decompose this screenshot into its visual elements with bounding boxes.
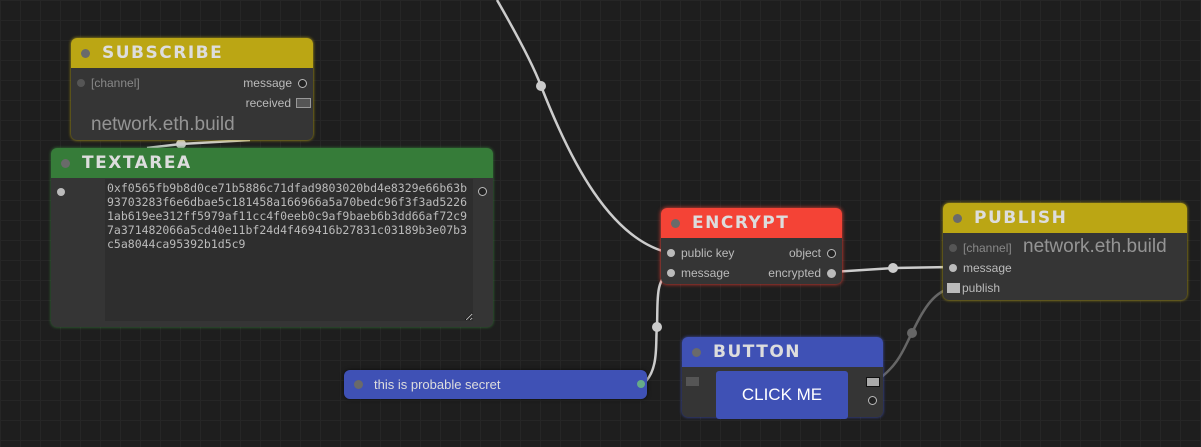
collapse-dot[interactable] (953, 213, 962, 223)
output-label: encrypted (768, 266, 821, 280)
textarea-header[interactable]: TEXTAREA (51, 148, 493, 178)
channel-label: [channel] (963, 241, 1012, 255)
collapse-dot[interactable] (61, 158, 70, 168)
channel-value[interactable]: network.eth.build (91, 114, 235, 135)
output-message-label: message (243, 76, 292, 90)
collapse-dot[interactable] (81, 48, 90, 58)
publish-node[interactable]: PUBLISH [channel] network.eth.build mess… (943, 203, 1187, 300)
channel-value[interactable]: network.eth.build (1023, 236, 1167, 257)
textarea-node[interactable]: TEXTAREA (51, 148, 493, 327)
node-title: SUBSCRIBE (102, 43, 224, 63)
text-input-node[interactable]: this is probable secret (344, 370, 647, 399)
node-title: TEXTAREA (82, 153, 192, 173)
encrypt-header[interactable]: ENCRYPT (661, 208, 842, 238)
subscribe-header[interactable]: SUBSCRIBE (71, 38, 313, 68)
node-title: PUBLISH (974, 208, 1068, 228)
object-output-socket[interactable] (827, 248, 836, 258)
collapse-dot[interactable] (671, 218, 680, 228)
message-socket[interactable] (949, 264, 957, 272)
node-title: ENCRYPT (692, 213, 790, 233)
channel-socket[interactable] (949, 244, 957, 252)
wire-subscribe-textarea (146, 138, 251, 150)
wire-midpoint[interactable] (888, 263, 898, 273)
output-received-label: received (245, 96, 291, 110)
collapse-dot[interactable] (354, 380, 363, 389)
channel-label: [channel] (91, 76, 140, 90)
output-label: object (788, 246, 821, 260)
message-socket[interactable] (667, 269, 675, 277)
wire-public-key (495, 0, 671, 255)
input-label: publish (962, 281, 1001, 295)
button-node[interactable]: BUTTON CLICK ME (682, 337, 883, 419)
output-socket[interactable] (478, 187, 487, 196)
output-socket[interactable] (868, 396, 877, 405)
button-header[interactable]: BUTTON (682, 337, 883, 367)
wire-midpoint[interactable] (176, 139, 186, 149)
wire-midpoint[interactable] (536, 81, 546, 91)
encrypted-output-socket[interactable] (827, 268, 836, 278)
input-label: public key (681, 246, 735, 260)
collapse-dot[interactable] (692, 347, 701, 357)
message-output-socket[interactable] (298, 78, 307, 88)
output-socket[interactable] (866, 377, 880, 387)
encrypt-node[interactable]: ENCRYPT public key message object encryp… (661, 208, 842, 284)
publish-trigger-socket[interactable] (947, 283, 960, 293)
node-title: BUTTON (713, 342, 802, 362)
received-output-socket[interactable] (296, 98, 311, 108)
click-me-button[interactable]: CLICK ME (716, 371, 848, 419)
input-socket[interactable] (57, 188, 65, 196)
wire-midpoint[interactable] (652, 322, 662, 332)
public-key-socket[interactable] (667, 249, 675, 257)
publish-header[interactable]: PUBLISH (943, 203, 1187, 233)
channel-socket[interactable] (77, 79, 85, 87)
wire-midpoint[interactable] (907, 328, 917, 338)
textarea-input[interactable] (105, 179, 473, 321)
text-input-value[interactable]: this is probable secret (374, 377, 501, 392)
subscribe-node[interactable]: SUBSCRIBE [channel] message received net… (71, 38, 313, 140)
input-socket[interactable] (686, 377, 699, 386)
output-socket[interactable] (637, 380, 645, 388)
input-label: message (963, 261, 1012, 275)
input-label: message (681, 266, 730, 280)
